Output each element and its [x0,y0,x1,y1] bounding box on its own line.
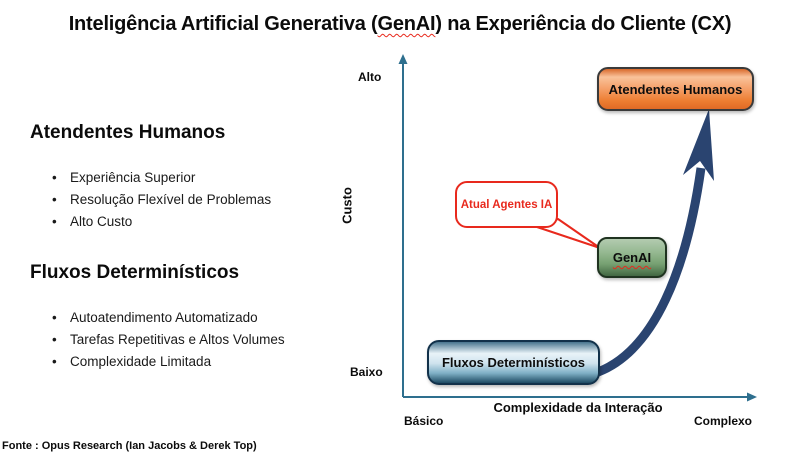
section-heading-fluxos-deterministicos: Fluxos Determinísticos [30,262,240,283]
list-item: Resolução Flexível de Problemas [52,189,271,211]
y-axis-max-label: Alto [358,70,382,84]
y-axis-arrowhead-icon [398,54,408,64]
x-axis-title: Complexidade da Interação [493,400,663,415]
node-fluxos-deterministicos: Fluxos Determinísticos [427,340,600,385]
y-axis-min-label: Baixo [350,365,383,379]
growth-arrowhead-icon [683,109,714,181]
x-axis-max-label: Complexo [694,414,753,428]
list-item: Experiência Superior [52,167,271,189]
list-item: Alto Custo [52,211,271,233]
page-title: Inteligência Artificial Generativa (GenA… [0,13,800,36]
source-credit: Fonte : Opus Research (Ian Jacobs & Dere… [2,440,257,452]
list-item: Autoatendimento Automatizado [52,307,285,329]
bullet-list-fluxos: Autoatendimento Automatizado Tarefas Rep… [52,307,285,373]
node-atendentes-humanos: Atendentes Humanos [597,67,754,111]
bullet-list-atendentes: Experiência Superior Resolução Flexível … [52,167,271,233]
title-genai-highlight: GenAI [377,13,436,35]
node-genai: GenAI [597,237,667,278]
list-item: Tarefas Repetitivas e Altos Volumes [52,329,285,351]
x-axis-min-label: Básico [404,414,444,428]
section-heading-atendentes-humanos: Atendentes Humanos [30,122,226,143]
list-item: Complexidade Limitada [52,351,285,373]
callout-atual-agentes-ia: Atual Agentes IA [455,181,558,228]
title-prefix: Inteligência Artificial Generativa ( [68,13,378,35]
title-suffix: ) na Experiência do Cliente (CX) [435,13,732,35]
y-axis-title: Custo [339,187,355,224]
x-axis-arrowhead-icon [747,392,757,402]
node-genai-label: GenAI [612,250,652,265]
